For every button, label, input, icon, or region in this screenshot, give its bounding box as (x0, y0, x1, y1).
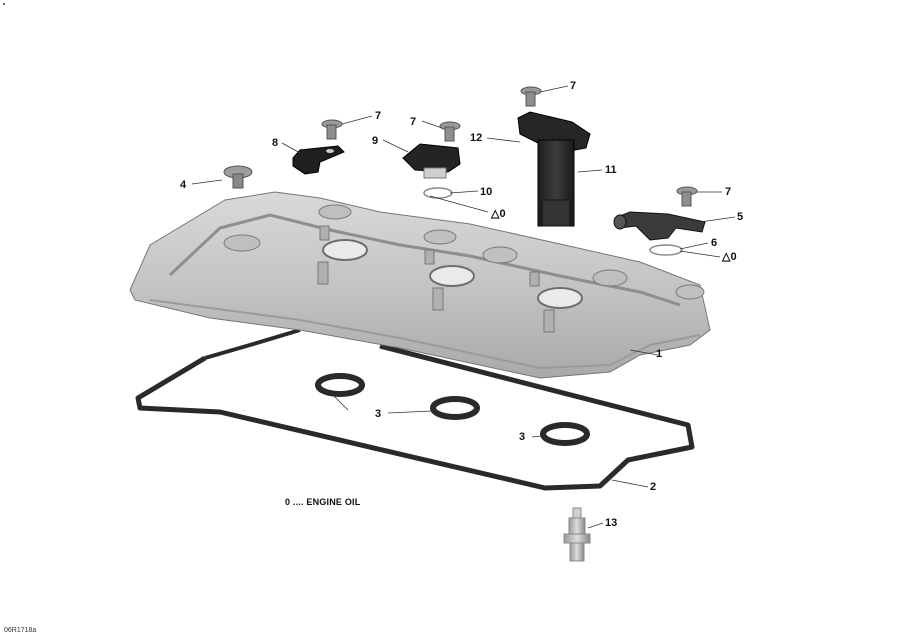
shoulder-bolt (223, 165, 253, 189)
oil-note-10: △0 (491, 208, 506, 220)
callout-6[interactable]: 6 (711, 237, 718, 249)
callout-5[interactable]: 5 (737, 211, 744, 223)
callout-3[interactable]: 3 (519, 431, 526, 443)
callout-7[interactable]: 7 (725, 186, 732, 198)
valve-cover-gasket (135, 328, 695, 491)
o-ring-6 (649, 244, 683, 256)
callout-10[interactable]: 10 (480, 186, 493, 198)
callout-13[interactable]: 13 (605, 517, 618, 529)
ignition-coil (517, 111, 591, 227)
spark-plug-tube-seals (315, 373, 590, 446)
camshaft-position-sensor (402, 143, 461, 179)
callout-12[interactable]: 12 (470, 132, 483, 144)
callout-4[interactable]: 4 (180, 179, 187, 191)
legend-engine-oil: 0 .... ENGINE OIL (285, 497, 361, 507)
screws (321, 86, 698, 207)
callout-8[interactable]: 8 (272, 137, 279, 149)
callout-7[interactable]: 7 (375, 110, 382, 122)
callout-7[interactable]: 7 (410, 116, 417, 128)
callout-11[interactable]: 11 (605, 164, 617, 176)
callout-1[interactable]: 1 (656, 348, 663, 360)
oil-note-6: △0 (722, 251, 737, 263)
cable-clip (292, 145, 345, 175)
figure-id: 06R1718a (4, 627, 37, 634)
callout-3[interactable]: 3 (375, 408, 382, 420)
o-ring-10 (423, 187, 453, 199)
leader-lines (191, 85, 736, 529)
callout-9[interactable]: 9 (372, 135, 379, 147)
valve-cover (129, 191, 711, 379)
callout-7[interactable]: 7 (570, 80, 577, 92)
spark-plug (563, 507, 591, 562)
breather-fitting (613, 211, 706, 241)
callout-2[interactable]: 2 (650, 481, 657, 493)
corner-mark (3, 3, 5, 5)
